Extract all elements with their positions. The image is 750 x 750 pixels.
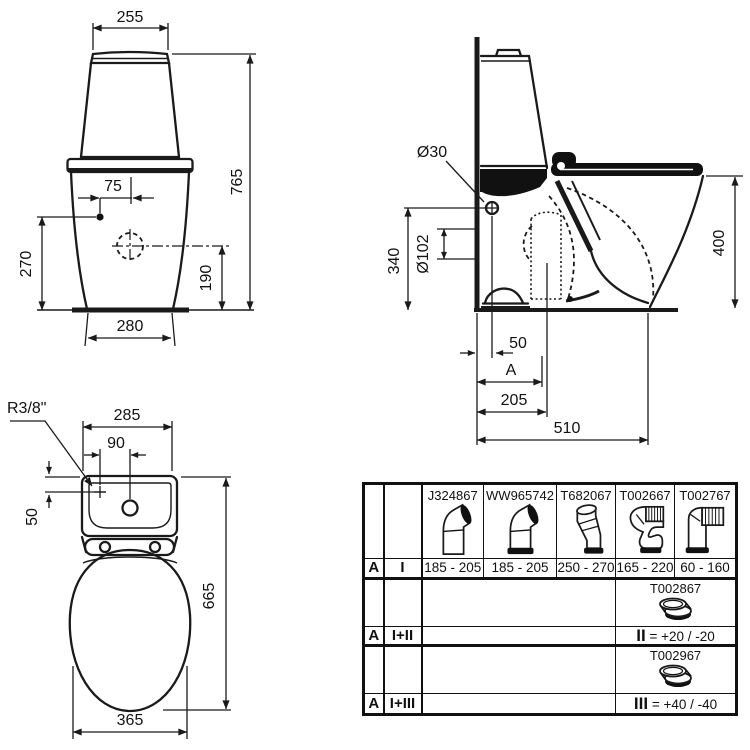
table-row-config-1: A I 185 - 205 185 - 205 250 - 270 165 - … (363, 558, 737, 580)
extension-value: = +40 / -40 (651, 696, 718, 712)
toilet-side-outline (474, 37, 705, 312)
cell-blank (383, 578, 423, 627)
part-code: WW965742 (486, 487, 554, 503)
extension-symbol: III (633, 693, 649, 713)
part-code: T682067 (560, 487, 612, 503)
part-cell: T002767 (674, 483, 737, 559)
table-row-config-2: A I+II II = +20 / -20 (363, 625, 737, 648)
range-cell: 250 - 270 (556, 558, 616, 580)
side-view: Ø30 340 Ø102 400 50 A 205 (386, 37, 743, 445)
table-row-extension-1-icon: T002867 (363, 578, 737, 627)
parts-compatibility-table: J324867 WW965742 T682067 (362, 482, 738, 717)
part-code: J324867 (427, 487, 478, 503)
part-cell: WW965742 (483, 483, 557, 559)
dim-front-tank-width: 255 (117, 9, 144, 26)
outlet-bend-pipe-flanged-icon (484, 502, 556, 556)
part-cell: J324867 (421, 483, 484, 559)
part-code: T002667 (619, 487, 671, 503)
dim-side-total-depth: 510 (554, 420, 581, 437)
row-label-roman: I+II (383, 625, 423, 648)
extension-value: = +20 / -20 (649, 628, 715, 644)
dim-top-inlet-depth: 50 (24, 508, 41, 526)
dim-side-wall-to-inlet: 50 (509, 335, 527, 352)
table-row-parts-icons: J324867 WW965742 T682067 (363, 483, 737, 559)
row-label-roman: I+III (383, 693, 423, 716)
dim-side-rim-height: 400 (711, 230, 728, 257)
part-code: T002967 (649, 648, 702, 664)
extension-value-cell: II = +20 / -20 (615, 625, 737, 648)
dim-top-seat-width: 365 (117, 712, 144, 729)
offset-coupler-icon (616, 596, 735, 626)
part-cell: T682067 (556, 483, 616, 559)
dim-front-inlet-height: 270 (18, 251, 35, 278)
row-label-a: A (363, 693, 385, 716)
toilet-front-outline (37, 50, 254, 313)
dim-top-total-depth: 665 (201, 583, 218, 610)
dim-top-thread: R3/8" (7, 400, 46, 417)
part-code: T002867 (649, 581, 702, 596)
dim-front-base-width: 280 (117, 318, 144, 335)
dim-side-wall-to-outlet: 205 (501, 392, 528, 409)
cell-blank (383, 645, 423, 695)
cell-blank (383, 483, 423, 559)
table-row-extension-2-icon: T002967 (363, 645, 737, 695)
front-view: 255 765 75 270 190 280 (18, 9, 256, 347)
extension-part-cell: T002967 (615, 645, 737, 695)
extension-symbol: II (636, 625, 646, 645)
dim-side-inlet-dia: Ø30 (417, 144, 447, 161)
cell-blank (421, 625, 616, 648)
cell-blank (421, 645, 616, 695)
dim-front-outlet-height: 190 (198, 265, 215, 292)
range-cell: 60 - 160 (674, 558, 737, 580)
dim-front-inlet-offset: 75 (104, 178, 122, 195)
dim-top-tank-width: 285 (114, 407, 141, 424)
range-cell: 185 - 205 (421, 558, 484, 580)
cell-blank (363, 645, 385, 695)
top-view: R3/8" 285 90 50 665 365 (7, 400, 231, 739)
side-dimensions: Ø30 340 Ø102 400 50 A 205 (386, 144, 743, 445)
outlet-angled-pipe-icon (557, 502, 615, 556)
part-code: T002767 (679, 487, 731, 503)
outlet-bend-pipe-icon (423, 502, 484, 556)
extension-part-cell: T002867 (615, 578, 737, 627)
water-inlet-point (96, 213, 104, 221)
dim-side-inlet-height: 340 (386, 248, 403, 275)
row-label-roman: I (383, 558, 423, 580)
range-cell: 165 - 220 (615, 558, 675, 580)
cell-blank (363, 578, 385, 627)
front-dimensions: 255 765 75 270 190 280 (18, 9, 256, 347)
top-dimensions: R3/8" 285 90 50 665 365 (7, 400, 231, 739)
extension-value-cell: III = +40 / -40 (615, 693, 737, 716)
cell-blank (421, 693, 616, 716)
dim-side-outlet-dia: Ø102 (415, 234, 432, 273)
dim-side-var-label: A (506, 362, 517, 379)
cell-blank (363, 483, 385, 559)
dim-front-total-height: 765 (229, 169, 246, 196)
row-label-a: A (363, 558, 385, 580)
outlet-elbow-flex-pipe-icon (675, 502, 735, 556)
outlet-offset-flex-pipe-icon (616, 502, 674, 556)
row-label-a: A (363, 625, 385, 648)
offset-coupler-icon (616, 663, 735, 693)
table-row-config-3: A I+III III = +40 / -40 (363, 693, 737, 716)
cell-blank (421, 578, 616, 627)
toilet-top-outline (68, 474, 192, 713)
part-cell: T002667 (615, 483, 675, 559)
dim-top-holes-span: 90 (107, 435, 125, 452)
range-cell: 185 - 205 (483, 558, 557, 580)
